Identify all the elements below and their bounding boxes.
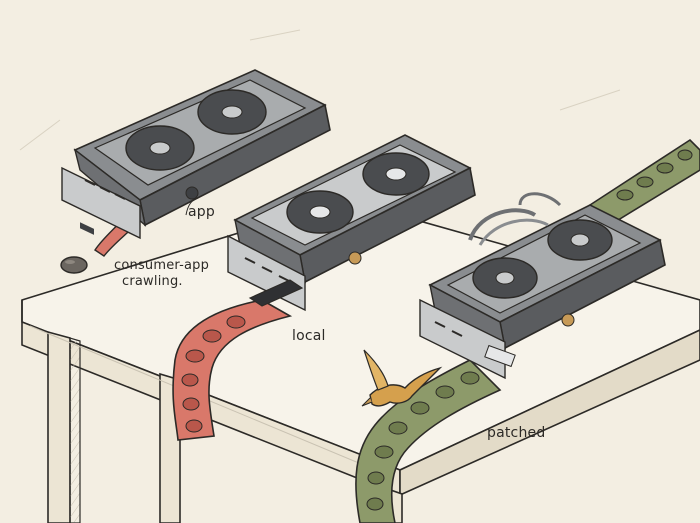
label-consumer-app-line2: crawling. bbox=[122, 274, 183, 289]
green-belt bbox=[355, 138, 700, 523]
app-leader-line bbox=[185, 197, 199, 216]
label-consumer-app-line1: consumer-app bbox=[114, 258, 210, 273]
label-app: app bbox=[188, 204, 215, 220]
label-patched: patched bbox=[487, 425, 546, 441]
gpu-left-graphics-card-icon bbox=[61, 69, 331, 240]
bird-icon bbox=[361, 349, 443, 407]
pebble-icon bbox=[60, 256, 88, 274]
red-belt bbox=[172, 299, 293, 441]
label-consumer-app: consumer-app crawling. bbox=[114, 258, 209, 290]
gpu-right-graphics-card-icon bbox=[419, 192, 666, 380]
green-belt-dots bbox=[366, 149, 693, 511]
gpu-middle-graphics-card-icon bbox=[227, 134, 476, 312]
table-leg-left bbox=[47, 330, 71, 523]
label-local: local bbox=[292, 328, 326, 344]
table-side-edge bbox=[399, 329, 700, 497]
red-belt-dots bbox=[181, 315, 246, 433]
